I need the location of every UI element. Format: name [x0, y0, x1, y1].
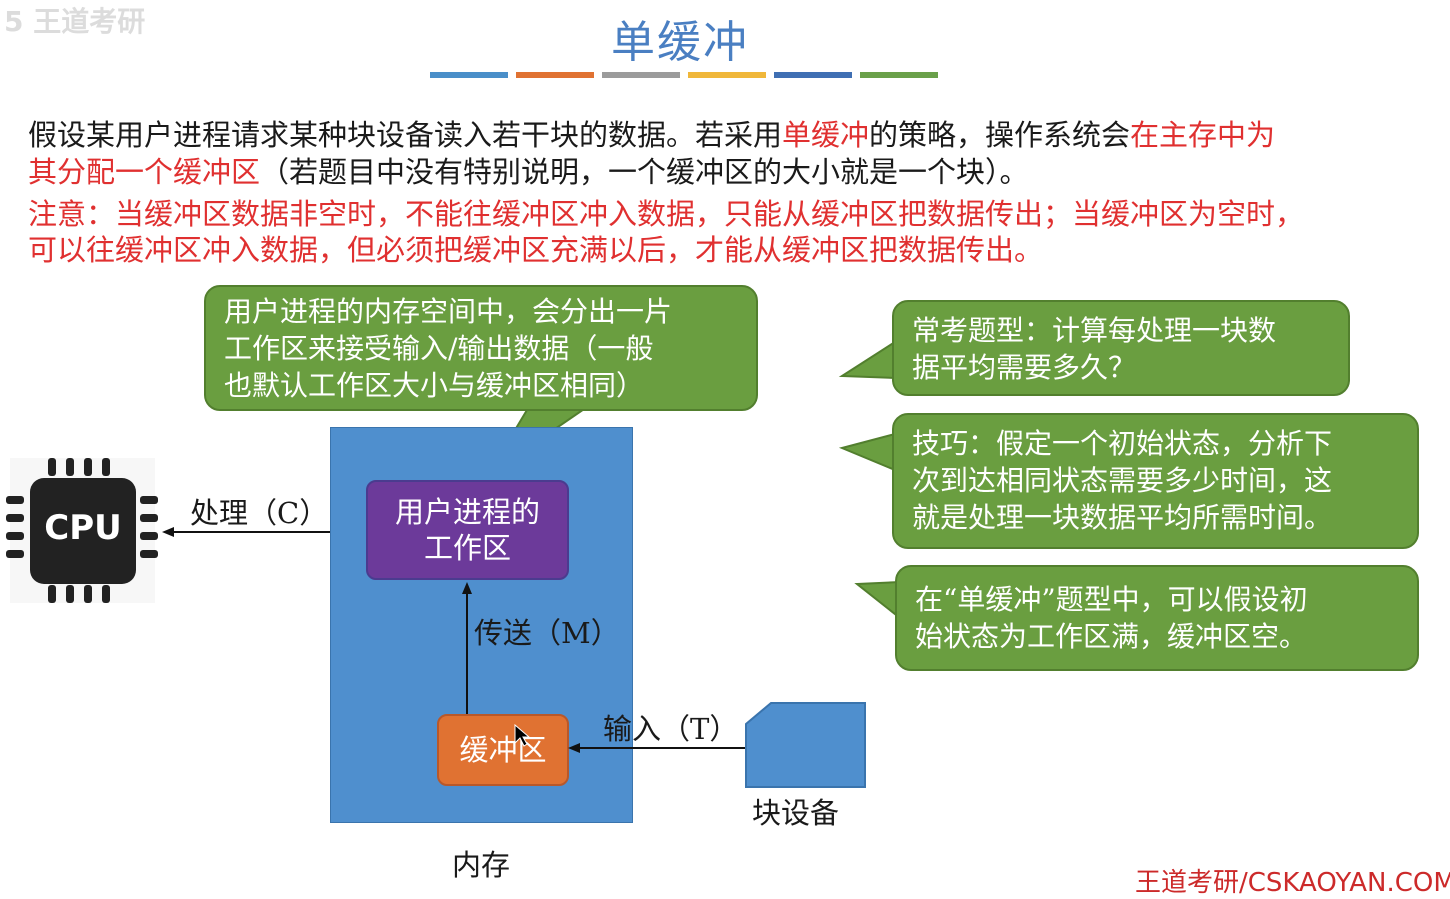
callout-line: 就是处理一块数据平均所需时间。 — [912, 501, 1333, 534]
color-bar — [688, 72, 766, 78]
note-line-2: 可以往缓冲区冲入数据，但必须把缓冲区充满以后，才能从缓冲区把数据传出。 — [28, 233, 1044, 267]
block-device-label: 块设备 — [752, 796, 840, 830]
input-arrow — [568, 743, 770, 753]
callout-line: 始状态为工作区满，缓冲区空。 — [915, 620, 1308, 653]
slide-title: 单缓冲 — [611, 17, 749, 68]
intro-line-2: 其分配一个缓冲区（若题目中没有特别说明，一个缓冲区的大小就是一个块）。 — [28, 154, 1438, 191]
intro-segment: 在主存中为 — [1130, 118, 1276, 152]
color-bar — [602, 72, 680, 78]
color-bar — [774, 72, 852, 78]
buffer-box: 缓冲区 — [437, 714, 569, 786]
input-label: 输入（T） — [603, 712, 739, 746]
callout-line: 据平均需要多久？ — [912, 351, 1137, 384]
callout-line: 在“单缓冲”题型中，可以假设初 — [915, 583, 1308, 616]
color-bar — [860, 72, 938, 78]
intro-segment: 的策略，操作系统会 — [869, 118, 1131, 152]
callout-line: 常考题型：计算每处理一块数 — [912, 314, 1277, 347]
intro-segment: 单缓冲 — [782, 118, 870, 152]
technique-callout: 技巧：假定一个初始状态，分析下 次到达相同状态需要多少时间，这 就是处理一块数据… — [892, 413, 1419, 549]
user-work-area: 用户进程的 工作区 — [366, 480, 569, 580]
cpu-icon — [6, 458, 158, 603]
assumption-callout: 在“单缓冲”题型中，可以假设初 始状态为工作区满，缓冲区空。 — [895, 565, 1419, 671]
callout-line: 次到达相同状态需要多少时间，这 — [912, 464, 1333, 497]
brand-logo-text: 5 王道考研 — [4, 5, 146, 38]
callout-line: 用户进程的内存空间中，会分出一片 — [224, 295, 673, 328]
note-line-1: 注意：当缓冲区数据非空时，不能往缓冲区冲入数据，只能从缓冲区把数据传出；当缓冲区… — [28, 197, 1305, 231]
work-area-callout: 用户进程的内存空间中，会分出一片 工作区来接受输入/输出数据（一般 也默认工作区… — [204, 285, 758, 411]
cpu-label: CPU — [44, 508, 122, 548]
title-color-bars — [430, 72, 938, 78]
intro-segment: 假设某用户进程请求某种块设备读入若干块的数据。若采用 — [28, 118, 783, 152]
watermark-text: 王道考研/CSKAOYAN.COM — [1135, 868, 1450, 898]
intro-segment: （若题目中没有特别说明，一个缓冲区的大小就是一个块）。 — [260, 155, 1029, 189]
callout-line: 技巧：假定一个初始状态，分析下 — [912, 427, 1333, 460]
callout-line: 也默认工作区大小与缓冲区相同） — [224, 369, 645, 402]
work-area-line: 工作区 — [423, 531, 511, 565]
mouse-cursor-icon — [514, 724, 530, 747]
color-bar — [430, 72, 508, 78]
memory-label: 内存 — [452, 848, 511, 882]
transfer-arrow — [462, 582, 472, 714]
intro-segment: 其分配一个缓冲区 — [28, 155, 261, 189]
block-device-icon — [745, 702, 866, 788]
exam-type-callout-pointer — [838, 340, 896, 380]
process-label: 处理（C） — [190, 496, 329, 530]
transfer-label: 传送（M） — [474, 616, 620, 650]
callout-line: 工作区来接受输入/输出数据（一般 — [224, 332, 654, 365]
work-area-line: 用户进程的 — [394, 495, 540, 529]
technique-callout-pointer — [838, 432, 896, 472]
exam-type-callout: 常考题型：计算每处理一块数 据平均需要多久？ — [892, 300, 1350, 396]
color-bar — [516, 72, 594, 78]
intro-line-1: 假设某用户进程请求某种块设备读入若干块的数据。若采用单缓冲的策略，操作系统会在主… — [28, 117, 1438, 154]
